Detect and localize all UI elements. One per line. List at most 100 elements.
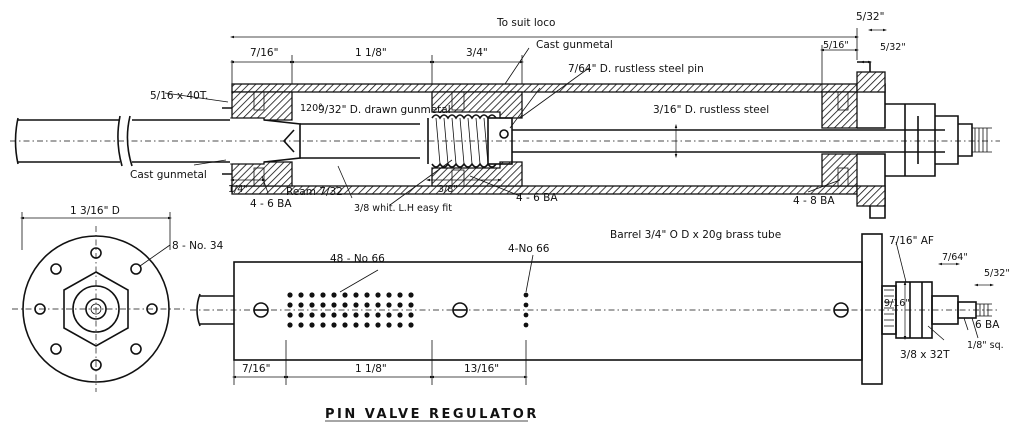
- label-3-4-top: 3/4": [466, 47, 488, 59]
- hole-no66: [364, 312, 370, 318]
- label-holes-4-no66: 4-No 66: [508, 243, 550, 255]
- hole-no66: [364, 322, 370, 328]
- label-4-6ba-left: 4 - 6 BA: [250, 198, 292, 210]
- hole-no66: [309, 312, 315, 318]
- label-5-32-top: 5/32": [856, 11, 884, 23]
- label-5-32-end: 5/32": [984, 268, 1010, 279]
- hole-no66: [375, 292, 381, 298]
- hole-no66: [342, 302, 348, 308]
- hole-no66: [353, 292, 359, 298]
- label-1-8-sq: 1/8" sq.: [967, 340, 1004, 351]
- hole-no66: [331, 322, 337, 328]
- hole-no66: [320, 302, 326, 308]
- side-view-barrel: [190, 254, 1000, 385]
- hole-no66: [353, 312, 359, 318]
- label-1-1-8-top: 1 1/8": [355, 47, 387, 59]
- hole-no66: [408, 292, 414, 298]
- hole-no66: [523, 312, 529, 318]
- hole-no66: [408, 322, 414, 328]
- label-barrel-text: Barrel 3/4" O D x 20g brass tube: [610, 229, 781, 241]
- hole-no66: [386, 322, 392, 328]
- hole-no66: [523, 322, 529, 328]
- hole-no66: [386, 302, 392, 308]
- hole-no66: [298, 312, 304, 318]
- hole-no66: [287, 312, 293, 318]
- holes-4-no66: [523, 292, 529, 328]
- hole-no66: [375, 322, 381, 328]
- label-1-4: 1/4": [228, 184, 248, 195]
- label-6ba: 6 BA: [975, 319, 1000, 331]
- sectional-view: [10, 28, 1000, 219]
- label-rod-3-16: 3/16" D. rustless steel: [653, 104, 769, 116]
- slot: [253, 302, 269, 318]
- label-cast-gunmetal-left: Cast gunmetal: [130, 169, 207, 181]
- label-angle-120: 120°: [300, 103, 323, 114]
- hole-no66: [397, 292, 403, 298]
- label-4-6ba-mid: 4 - 6 BA: [516, 192, 558, 204]
- hole-no66: [353, 302, 359, 308]
- label-13-16-bottom: 13/16": [464, 363, 499, 375]
- label-3-8x32t: 3/8 x 32T: [900, 349, 950, 361]
- hole-no66: [375, 302, 381, 308]
- hole-no66: [331, 312, 337, 318]
- slot: [833, 302, 849, 318]
- hole-no66: [364, 292, 370, 298]
- label-7-16-bottom: 7/16": [242, 363, 270, 375]
- holes-48-no66: [287, 292, 414, 328]
- hole-no66: [309, 302, 315, 308]
- hole-no66: [309, 292, 315, 298]
- label-whit-thread: 3/8 whit. L.H easy fit: [354, 203, 452, 214]
- label-barrel: Barrel 3/4" O D x 20g brass tube: [610, 229, 781, 241]
- label-9-16: 9/16": [884, 298, 910, 309]
- hole-no66: [397, 302, 403, 308]
- hole-no66: [287, 292, 293, 298]
- hole-no66: [523, 302, 529, 308]
- end-fitting-side: [861, 233, 995, 385]
- label-cast-gunmetal-top: Cast gunmetal: [536, 39, 613, 51]
- hole-no66: [375, 312, 381, 318]
- hole-no66: [287, 302, 293, 308]
- label-1-1-8-bottom: 1 1/8": [355, 363, 387, 375]
- label-5-16-right: 5/16": [823, 40, 849, 51]
- label-holes-8-no34: 8 - No. 34: [172, 240, 224, 252]
- hole-no66: [397, 322, 403, 328]
- label-to-suit-loco: To suit loco: [496, 17, 555, 29]
- drawing-title: PIN VALVE REGULATOR: [325, 407, 539, 422]
- hole-no66: [298, 292, 304, 298]
- end-view-flange: [12, 212, 186, 392]
- label-thread-5-16-40t: 5/16 x 40T.: [150, 90, 208, 102]
- label-flange-dia: 1 3/16" D: [70, 205, 120, 217]
- label-holes-48-no66: 48 - No 66: [330, 253, 385, 265]
- hole-no66: [386, 312, 392, 318]
- hole-no66: [320, 322, 326, 328]
- hole-no66: [342, 322, 348, 328]
- hole-no66: [298, 302, 304, 308]
- hole-no66: [342, 312, 348, 318]
- hole-no66: [342, 292, 348, 298]
- label-5-32-right: 5/32": [880, 42, 906, 53]
- label-drawn-gunmetal: 9/32" D. drawn gunmetal: [318, 104, 451, 116]
- label-7-16-top: 7/16": [250, 47, 278, 59]
- label-7-64: 7/64": [942, 252, 968, 263]
- label-pin: 7/64" D. rustless steel pin: [568, 63, 704, 75]
- hole-no66: [353, 322, 359, 328]
- hole-no66: [397, 312, 403, 318]
- hole-no66: [320, 292, 326, 298]
- label-ream-7-32: Ream 7/32: [286, 186, 343, 198]
- hole-no66: [364, 302, 370, 308]
- hole-no66: [408, 302, 414, 308]
- label-4-8ba: 4 - 8 BA: [793, 195, 835, 207]
- hole-no66: [309, 322, 315, 328]
- hole-no66: [408, 312, 414, 318]
- slot: [452, 302, 468, 318]
- hole-no66: [331, 302, 337, 308]
- hole-no66: [298, 322, 304, 328]
- label-3-8-low: 3/8": [438, 184, 458, 195]
- hole-no66: [386, 292, 392, 298]
- hole-no66: [523, 292, 529, 298]
- label-7-16-af: 7/16" AF: [889, 235, 934, 247]
- hole-no66: [320, 312, 326, 318]
- hole-no66: [287, 322, 293, 328]
- hole-no66: [331, 292, 337, 298]
